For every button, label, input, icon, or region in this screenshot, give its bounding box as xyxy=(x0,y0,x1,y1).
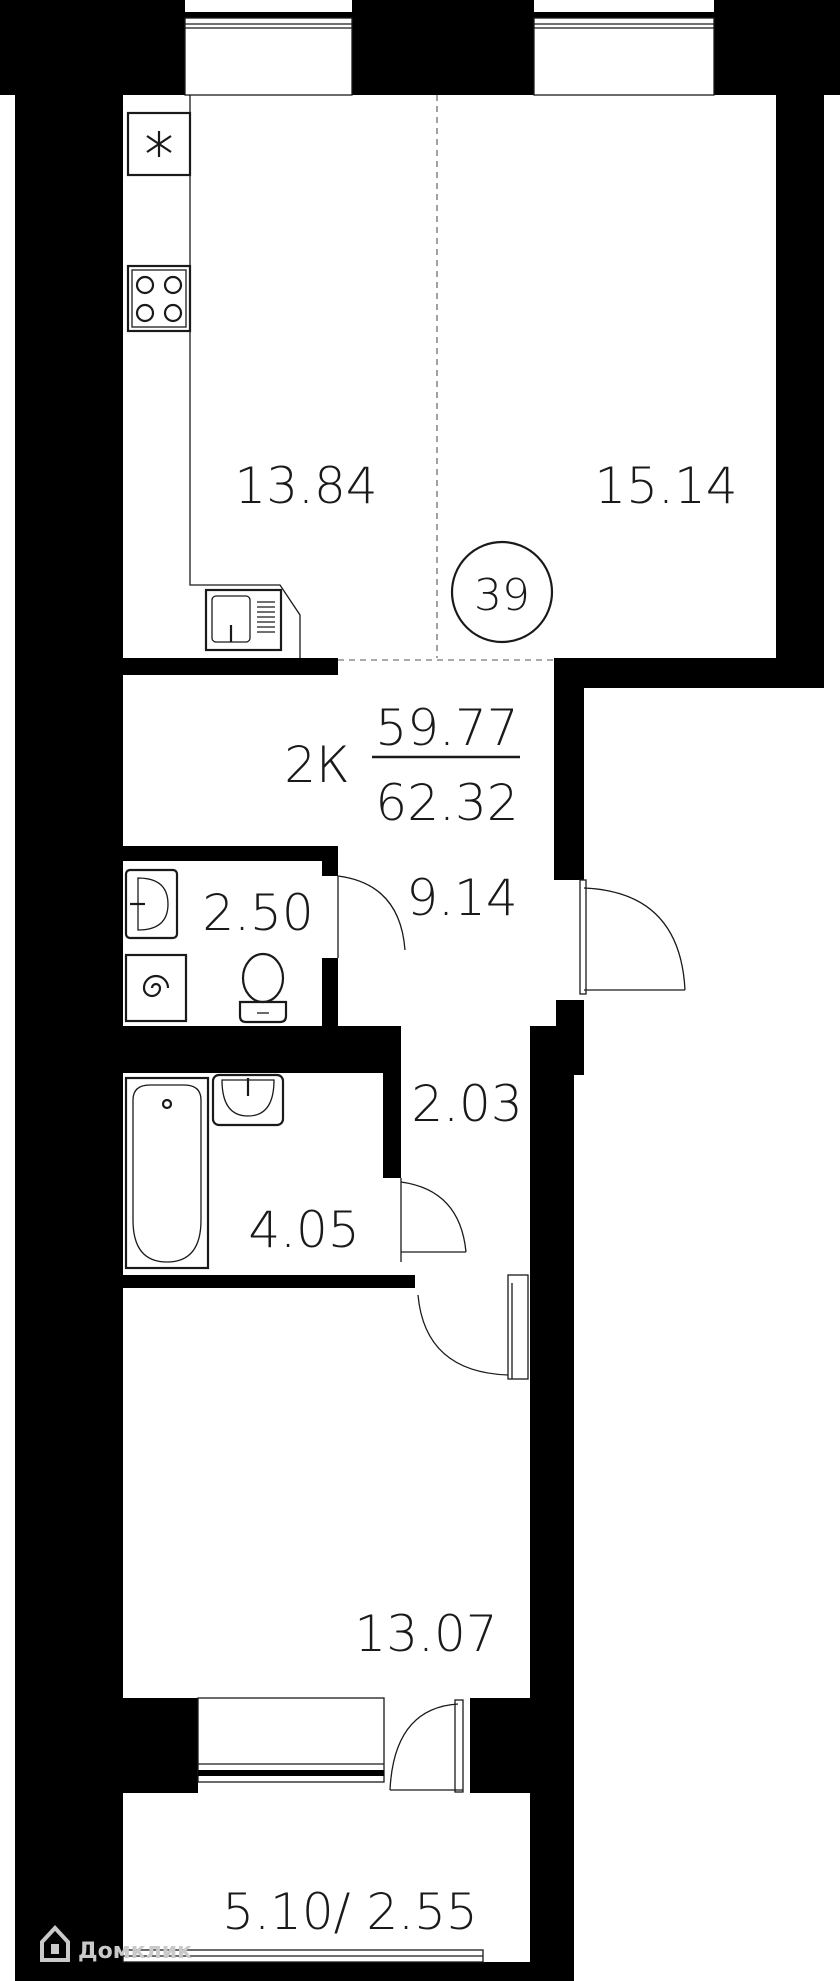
room-area-kitchen: 13.84 xyxy=(234,457,377,515)
wall-right-lower xyxy=(530,1026,574,1981)
wall-toilet-bottom xyxy=(123,1026,401,1073)
wall-bath-bottom xyxy=(123,1275,415,1288)
window-bar xyxy=(185,12,352,18)
wall-right-upper xyxy=(776,90,824,688)
room-area-balcony: 5.10/ 2.55 xyxy=(222,1883,477,1941)
washing-machine-icon xyxy=(124,953,188,1023)
toilet-sink-icon xyxy=(124,868,179,940)
wall-top-left xyxy=(0,0,185,95)
wall-balcony-right xyxy=(470,1698,574,1793)
door-bathroom[interactable] xyxy=(400,1178,467,1262)
window-bar xyxy=(534,12,714,18)
area-living: 59.77 xyxy=(375,699,518,757)
apartment-type: 2К xyxy=(284,736,350,794)
watermark-text: Домклик xyxy=(78,1939,192,1964)
wall-left xyxy=(15,90,123,1981)
apartment-number: 39 xyxy=(474,570,530,621)
windows xyxy=(122,17,715,1963)
wall-balcony-left xyxy=(123,1698,198,1793)
door-bedroom[interactable] xyxy=(417,1274,529,1380)
window-bedroom xyxy=(197,1697,385,1783)
area-total: 62.32 xyxy=(375,774,518,832)
sink-icon xyxy=(204,588,283,652)
wall-toilet-jamb-lower xyxy=(322,958,338,1026)
wall-hall-right-upper xyxy=(554,688,584,880)
apartment-number-circle xyxy=(450,540,554,644)
door-toilet[interactable] xyxy=(337,875,406,958)
logo-icon xyxy=(40,1925,70,1962)
window-living xyxy=(533,17,715,96)
wall-kitchen-bottom xyxy=(123,658,338,675)
wall-toilet-top xyxy=(123,846,338,861)
room-area-living: 15.14 xyxy=(594,457,737,515)
watermark: Домклик xyxy=(40,1925,192,1964)
window-kitchen xyxy=(184,17,353,96)
balcony-parapet xyxy=(123,1962,574,1981)
toilet-icon xyxy=(238,952,288,1024)
room-area-toilet: 2.50 xyxy=(202,884,313,942)
room-area-bedroom: 13.07 xyxy=(354,1605,497,1663)
bathtub-icon xyxy=(124,1076,210,1270)
room-area-corridor: 2.03 xyxy=(411,1075,522,1133)
wall-bath-right xyxy=(383,1026,401,1178)
room-area-hallway: 9.14 xyxy=(406,869,517,927)
stove-icon xyxy=(126,264,192,333)
room-area-bathroom: 4.05 xyxy=(248,1201,359,1259)
wall-living-bottom-right xyxy=(554,658,824,688)
wall-top-right xyxy=(714,0,840,95)
door-entrance[interactable] xyxy=(579,879,686,995)
ventilation-icon xyxy=(126,111,192,177)
zone-lines xyxy=(338,95,554,661)
labels: 39 13.84 15.14 2К 59.77 62.32 2.50 9.14 … xyxy=(202,457,737,1941)
door-balcony[interactable] xyxy=(389,1699,464,1793)
kitchen-counter xyxy=(189,95,301,658)
wall-top-middle xyxy=(352,0,534,95)
bath-sink-icon xyxy=(211,1073,285,1127)
wall-toilet-jamb xyxy=(322,846,338,876)
